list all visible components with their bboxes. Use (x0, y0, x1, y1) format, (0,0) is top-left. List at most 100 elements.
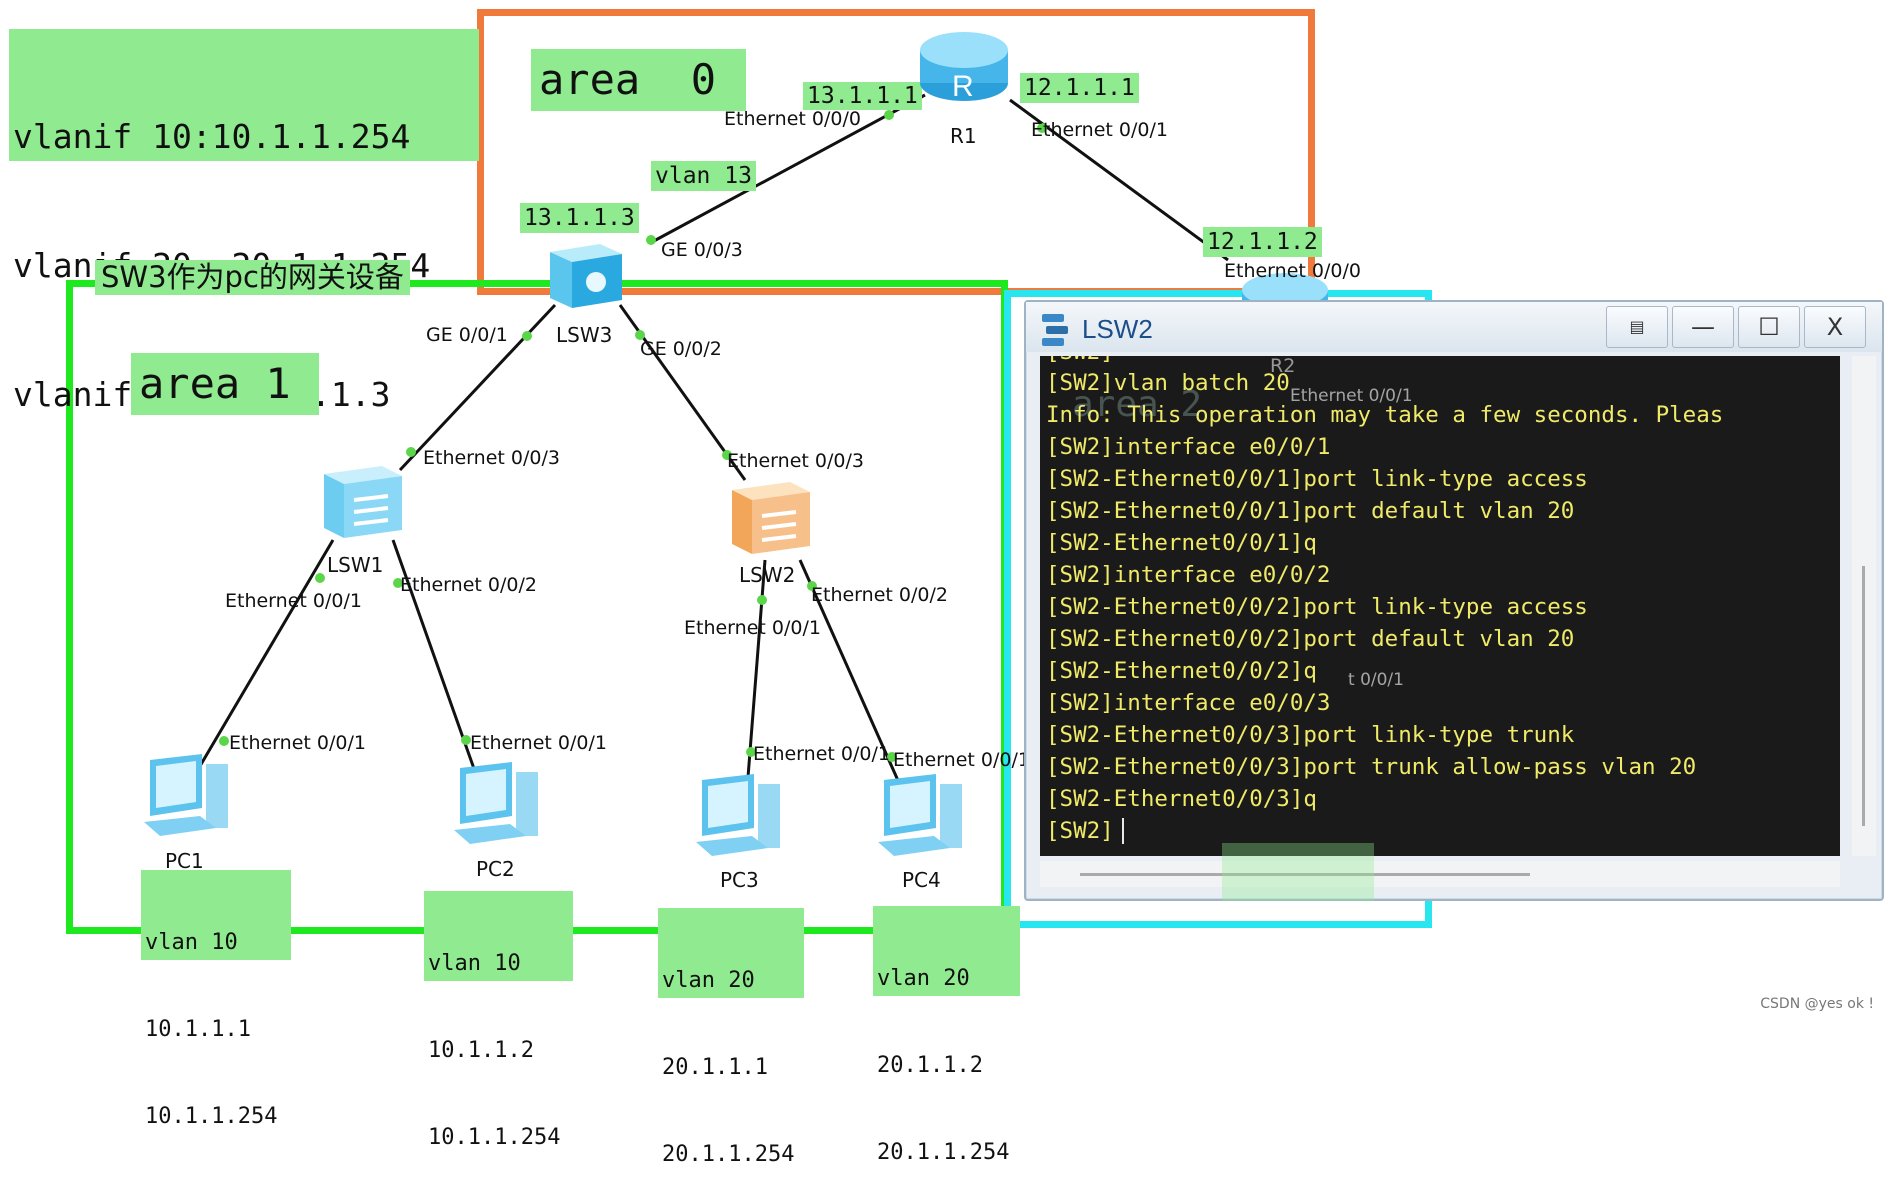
terminal-line: [SW2-Ethernet0/0/3]port link-type trunk (1046, 722, 1575, 748)
terminal-window[interactable]: LSW2 ▤ — ☐ X [SW2] [SW2]vlan batch 20 In… (1024, 300, 1884, 901)
pc2-ip-tag: vlan 10 10.1.1.2 10.1.1.254 (424, 891, 573, 1150)
close-button[interactable]: X (1804, 306, 1866, 348)
link-r1-lsw3 (651, 93, 926, 244)
terminal-line: [SW2-Ethernet0/0/2]port default vlan 20 (1046, 626, 1575, 652)
terminal-line: [SW2-Ethernet0/0/1]port default vlan 20 (1046, 498, 1575, 524)
terminal-title: LSW2 (1082, 314, 1153, 344)
port-dot (807, 581, 817, 591)
pc-gateway: 20.1.1.254 (877, 1140, 1010, 1165)
pc-icon-graphic (696, 774, 780, 856)
pc3-port: Ethernet 0/0/1 (753, 743, 890, 765)
lsw1-port-e001: Ethernet 0/0/1 (225, 590, 362, 612)
vertical-scrollbar[interactable] (1852, 356, 1876, 856)
pc-icon[interactable] (140, 752, 232, 842)
r2-ip-tag: 12.1.1.2 (1203, 227, 1322, 257)
core-switch-icon-graphic (550, 244, 622, 308)
r2-port-e000: Ethernet 0/0/0 (1224, 260, 1361, 282)
port-dot (522, 331, 532, 341)
pc-vlan: vlan 20 (877, 966, 970, 991)
pc1-ip-tag: vlan 10 10.1.1.1 10.1.1.254 (141, 870, 291, 1129)
pc1-port: Ethernet 0/0/1 (229, 732, 366, 754)
port-dot (746, 747, 756, 757)
terminal-line: [SW2-Ethernet0/0/1]port link-type access (1046, 466, 1588, 492)
port-dot (722, 450, 732, 460)
scroll-thumb[interactable] (1862, 566, 1865, 826)
lsw1-port-e002: Ethernet 0/0/2 (400, 574, 537, 596)
port-dot (461, 735, 471, 745)
lsw1-port-e003: Ethernet 0/0/3 (423, 447, 560, 469)
r1-port-e001: Ethernet 0/0/1 (1031, 119, 1168, 141)
r2-lower-gateway: 50.1.1.254 (1226, 985, 1353, 1009)
scroll-thumb[interactable] (1080, 873, 1530, 876)
terminal-titlebar[interactable]: LSW2 ▤ — ☐ X (1026, 302, 1882, 352)
pc-icon-graphic (144, 754, 228, 836)
switch-icon-graphic (324, 466, 402, 538)
links-layer (178, 93, 1229, 801)
port-dot (393, 578, 403, 588)
terminal-line: [SW2]interface e0/0/3 (1046, 690, 1331, 716)
switch-icon[interactable] (730, 478, 812, 556)
router-icon[interactable]: R (918, 28, 1010, 104)
port-dot (1037, 123, 1047, 133)
terminal-app-icon (1042, 314, 1068, 346)
horizontal-scrollbar[interactable] (1040, 861, 1840, 887)
port-dot (646, 235, 656, 245)
port-dot (406, 447, 416, 457)
pc-vlan: vlan 10 (428, 951, 521, 976)
area0-label: area 0 (531, 49, 746, 111)
pc-ip: 10.1.1.2 (428, 1038, 534, 1063)
pc2-port: Ethernet 0/0/1 (470, 732, 607, 754)
pc-vlan: vlan 20 (662, 968, 755, 993)
pc-ip: 20.1.1.2 (877, 1053, 983, 1078)
lsw3-port-ge003: GE 0/0/3 (661, 239, 743, 261)
pc1-label: PC1 (165, 849, 204, 873)
terminal-line: [SW2]interface e0/0/1 (1046, 434, 1331, 460)
pc-icon[interactable] (692, 772, 784, 862)
port-dot (315, 573, 325, 583)
vlanif-line: vlanif 10:10.1.1.254 (13, 117, 411, 156)
core-switch-icon[interactable] (546, 238, 626, 310)
router-icon-graphic: R (920, 32, 1008, 103)
pc-gateway: 20.1.1.254 (662, 1142, 795, 1167)
pc2-label: PC2 (476, 857, 515, 881)
terminal-line: [SW2-Ethernet0/0/2]q (1046, 658, 1317, 684)
port-dot (757, 595, 767, 605)
svg-text:R: R (952, 70, 974, 103)
pc4-ip-tag: vlan 20 20.1.1.2 20.1.1.254 (873, 906, 1020, 1165)
switch-icon[interactable] (322, 462, 404, 540)
area0-frame (477, 9, 1315, 295)
lsw2-port-e003: Ethernet 0/0/3 (727, 450, 864, 472)
lsw2-port-e002: Ethernet 0/0/2 (811, 584, 948, 606)
minimize-button[interactable]: — (1672, 306, 1734, 348)
sw3-gateway-note: SW3作为pc的网关设备 (95, 260, 410, 295)
port-dot (219, 736, 229, 746)
pc-vlan: vlan 10 (145, 930, 238, 955)
port-dot (635, 330, 645, 340)
pc3-label: PC3 (720, 868, 759, 892)
pc-icon[interactable] (450, 760, 542, 850)
link-lsw1-pc1 (178, 539, 335, 801)
switch-icon-graphic (732, 482, 810, 554)
area1-label: area 1 (131, 353, 319, 415)
restore-icon[interactable]: ▤ (1606, 306, 1668, 348)
lsw3-port-ge002: GE 0/0/2 (640, 338, 722, 360)
terminal-line: [SW2-Ethernet0/0/2]port link-type access (1046, 594, 1588, 620)
terminal-line: [SW2-Ethernet0/0/1]q (1046, 530, 1317, 556)
lsw3-port-ge001: GE 0/0/1 (426, 324, 508, 346)
lsw1-label: LSW1 (327, 553, 384, 577)
r1-right-ip-tag: 12.1.1.1 (1020, 73, 1139, 103)
pc-icon[interactable] (874, 772, 966, 862)
watermark: CSDN @yes ok ! (1760, 996, 1874, 1012)
r1-port-e000: Ethernet 0/0/0 (724, 108, 861, 130)
pc-icon-graphic (878, 774, 962, 856)
maximize-button[interactable]: ☐ (1738, 306, 1800, 348)
terminal-output[interactable]: [SW2] [SW2]vlan batch 20 Info: This oper… (1040, 356, 1840, 856)
r2-port-e001: Ethernet 0/0/1 (1290, 386, 1413, 406)
r2-port-e001-b: t 0/0/1 (1348, 670, 1404, 690)
terminal-line: [SW2]interface e0/0/2 (1046, 562, 1331, 588)
terminal-line: [SW2-Ethernet0/0/3]port trunk allow-pass… (1046, 754, 1697, 780)
r2-label: R2 (1270, 355, 1296, 377)
lsw2-port-e001: Ethernet 0/0/1 (684, 617, 821, 639)
port-dot (884, 110, 894, 120)
pc4-label: PC4 (902, 868, 941, 892)
